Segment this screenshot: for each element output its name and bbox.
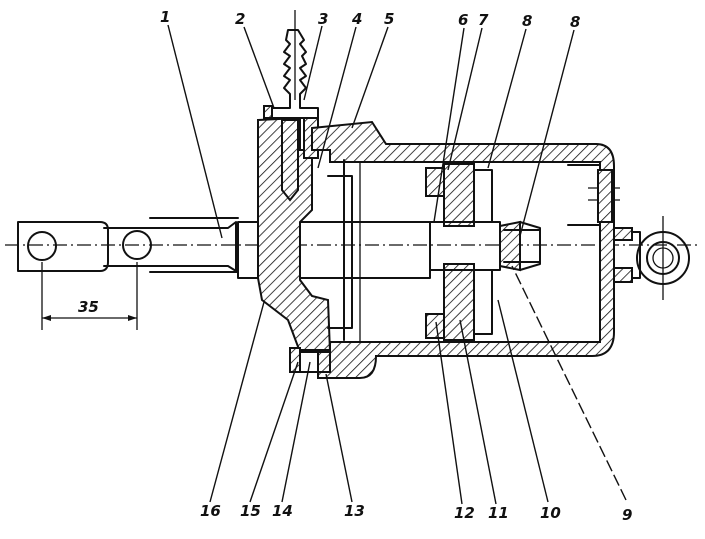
callout-9: 9 — [622, 506, 632, 524]
callout-16: 16 — [200, 502, 221, 520]
dimension-35-label: 35 — [78, 298, 99, 316]
callout-10: 10 — [540, 504, 561, 522]
callout-3: 3 — [318, 10, 328, 28]
piston-nut — [499, 220, 541, 272]
callout-2: 2 — [235, 10, 245, 28]
callout-6: 6 — [458, 11, 468, 29]
piston — [425, 163, 501, 341]
callout-15: 15 — [240, 502, 261, 520]
vent-plug — [567, 164, 620, 226]
leader-lines — [167, 24, 627, 505]
callout-13: 13 — [344, 502, 365, 520]
piston-rod — [17, 217, 431, 279]
callout-12: 12 — [454, 504, 475, 522]
dimension-35: 35 — [41, 262, 138, 330]
callout-4: 4 — [351, 10, 362, 28]
rear-eye-mount — [613, 216, 690, 300]
callout-8a: 8 — [522, 12, 532, 30]
rod-seal-bolt — [289, 347, 331, 373]
callout-8b: 8 — [570, 13, 580, 31]
callout-14: 14 — [272, 502, 293, 520]
inner-sleeve — [327, 159, 361, 342]
cylinder-barrel — [311, 120, 615, 379]
callout-labels: 1 2 3 4 5 6 7 8 8 9 10 11 12 13 14 15 16 — [160, 8, 632, 524]
callout-5: 5 — [384, 10, 394, 28]
callout-11: 11 — [488, 504, 509, 522]
callout-1: 1 — [160, 8, 170, 26]
callout-7: 7 — [478, 11, 489, 29]
